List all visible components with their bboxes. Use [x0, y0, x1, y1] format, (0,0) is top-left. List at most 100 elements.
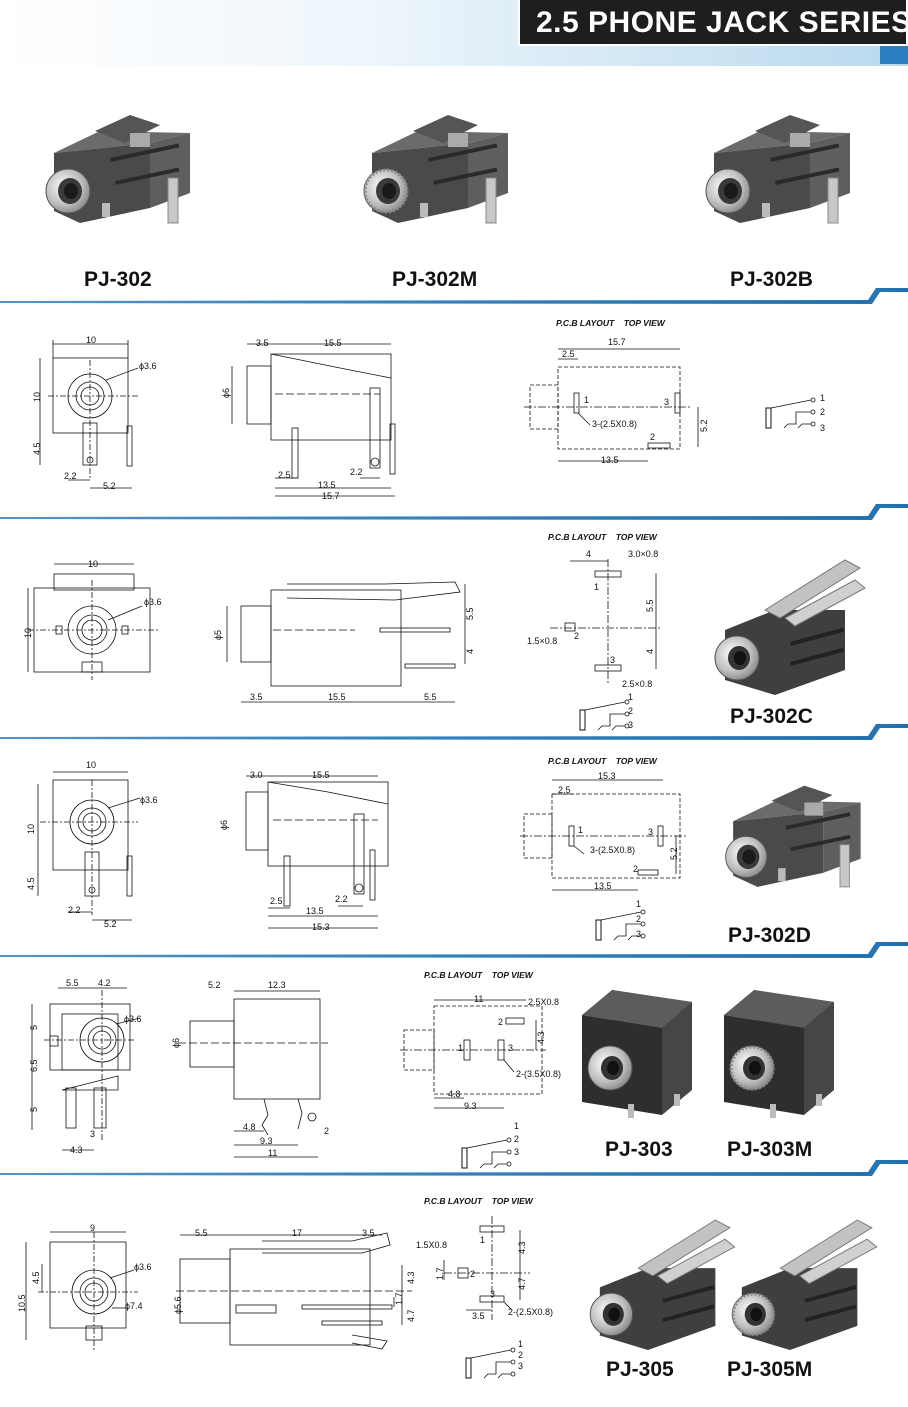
- s303-front-drawing: [31, 987, 141, 1151]
- dim-label: ϕ3.6: [134, 1262, 152, 1272]
- dim-label: 2.5: [562, 349, 575, 359]
- pcb-layout-title: P.C.B LAYOUT TOP VIEW: [424, 1196, 533, 1206]
- dim-label: 3: [664, 397, 670, 407]
- pcb-layout-title: P.C.B LAYOUT TOP VIEW: [548, 532, 657, 542]
- pj302d-photo: [725, 785, 862, 888]
- dim-label: 3.0×0.8: [628, 549, 659, 559]
- s302c-pcb-drawing: [550, 559, 660, 685]
- dim-label: 2.2: [64, 471, 77, 481]
- dim-label: 13.5: [306, 906, 324, 916]
- dim-label: 1.7: [435, 1267, 445, 1280]
- dim-label: 3-(2.5X0.8): [592, 419, 638, 429]
- pin-label: 3: [820, 423, 826, 433]
- dim-label: 4.8: [243, 1122, 256, 1132]
- dim-label: 10: [26, 823, 36, 834]
- dim-label: 11: [268, 1148, 278, 1158]
- dim-label: 15.7: [608, 337, 626, 347]
- dim-label: ϕ6: [219, 819, 229, 830]
- dim-label: 3.0: [250, 770, 263, 780]
- dim-label: 15.5: [324, 338, 342, 348]
- pin-label: 3: [514, 1147, 520, 1157]
- dim-label: 10: [88, 559, 99, 569]
- dim-label: 4.5: [32, 442, 42, 455]
- section-separator-5: [0, 1160, 908, 1176]
- dim-label: 4.3: [517, 1241, 527, 1254]
- dim-label: 5.2: [104, 919, 117, 929]
- s305-side-drawing: [176, 1232, 412, 1350]
- dim-label: ϕ7.4: [125, 1301, 143, 1311]
- dim-label: 4: [645, 648, 655, 654]
- pin-label: 3: [636, 929, 642, 939]
- dim-label: 4.7: [406, 1309, 416, 1322]
- dim-label: 1.7: [394, 1292, 404, 1305]
- dim-label: 3.5: [362, 1228, 375, 1238]
- dim-label: 3: [648, 827, 654, 837]
- dim-label: 1: [480, 1235, 486, 1245]
- s302-front-drawing: [39, 340, 139, 489]
- dim-label: 4.2: [98, 978, 111, 988]
- s305-schematic: [465, 1347, 516, 1379]
- pj305-photo: [589, 1219, 736, 1351]
- dim-label: ϕ5.6: [173, 1296, 183, 1314]
- dim-label: 11: [474, 994, 484, 1004]
- dim-label: 15.3: [598, 771, 616, 781]
- dim-label: 4: [586, 549, 592, 559]
- dim-label: 10: [23, 627, 33, 638]
- dim-label: 1: [594, 582, 600, 592]
- dim-label: 4.3: [406, 1271, 416, 1284]
- dim-label: 2.5: [278, 470, 291, 480]
- dim-label: ϕ3.6: [139, 361, 157, 371]
- dim-label: 13.5: [601, 455, 619, 465]
- dim-label: 17: [292, 1228, 303, 1238]
- dim-label: 9.3: [260, 1136, 273, 1146]
- product-label-pj302d: PJ-302D: [728, 924, 811, 947]
- pin-label: 3: [518, 1361, 524, 1371]
- dim-label: 3: [490, 1289, 496, 1299]
- s302c-schematic: [579, 699, 630, 731]
- dim-label: 13.5: [594, 881, 612, 891]
- header-title-box: [518, 0, 908, 46]
- pj305m-photo: [731, 1219, 878, 1351]
- dim-label: ϕ5: [213, 629, 223, 640]
- dim-label: 4.7: [517, 1277, 527, 1290]
- s302d-side-drawing: [245, 775, 389, 929]
- dim-label: 4.5: [31, 1271, 41, 1284]
- dim-label: 3.5: [256, 338, 269, 348]
- pin-label: 2: [820, 407, 826, 417]
- dim-label: 10: [86, 760, 97, 770]
- dim-label: 4: [465, 648, 475, 654]
- pcb-layout-title: P.C.B LAYOUT TOP VIEW: [548, 756, 657, 766]
- dim-label: 2-(3.5X0.8): [516, 1069, 562, 1079]
- dim-label: 3: [610, 655, 616, 665]
- dim-label: 2.2: [350, 467, 363, 477]
- dim-label: ϕ6: [171, 1037, 181, 1048]
- dim-label: 4.5: [26, 877, 36, 890]
- dim-label: 1.5×0.8: [527, 636, 558, 646]
- dim-label: 4.3: [70, 1145, 83, 1155]
- dim-label: 2: [574, 631, 580, 641]
- dim-label: 3.5: [472, 1311, 485, 1321]
- dim-label: 3.5: [250, 692, 263, 702]
- pin-label: 2: [636, 914, 642, 924]
- dim-label: ϕ3.6: [124, 1014, 142, 1024]
- s302d-front-drawing: [37, 771, 141, 921]
- dim-label: 10: [32, 391, 42, 402]
- dim-label: ϕ3.6: [140, 795, 158, 805]
- dim-label: 2.5X0.8: [528, 997, 560, 1007]
- dim-label: 5.2: [208, 980, 221, 990]
- dim-label: 12.3: [268, 980, 286, 990]
- s302-side-drawing: [231, 343, 396, 497]
- product-label-pj303m: PJ-303M: [727, 1138, 813, 1161]
- section-separator-4: [0, 942, 908, 958]
- pin-label: 3: [628, 720, 634, 730]
- dim-label: 1: [578, 825, 584, 835]
- s305-pcb-drawing: [443, 1216, 530, 1320]
- s305-front-drawing: [25, 1231, 138, 1350]
- dim-label: 5.5: [195, 1228, 208, 1238]
- dim-label: 5.5: [645, 599, 655, 612]
- dim-label: 2.5: [558, 785, 571, 795]
- dim-label: 10: [86, 335, 97, 345]
- dim-label: 13.5: [318, 480, 336, 490]
- dim-label: 2: [633, 864, 639, 874]
- dim-label: 5.2: [103, 481, 116, 491]
